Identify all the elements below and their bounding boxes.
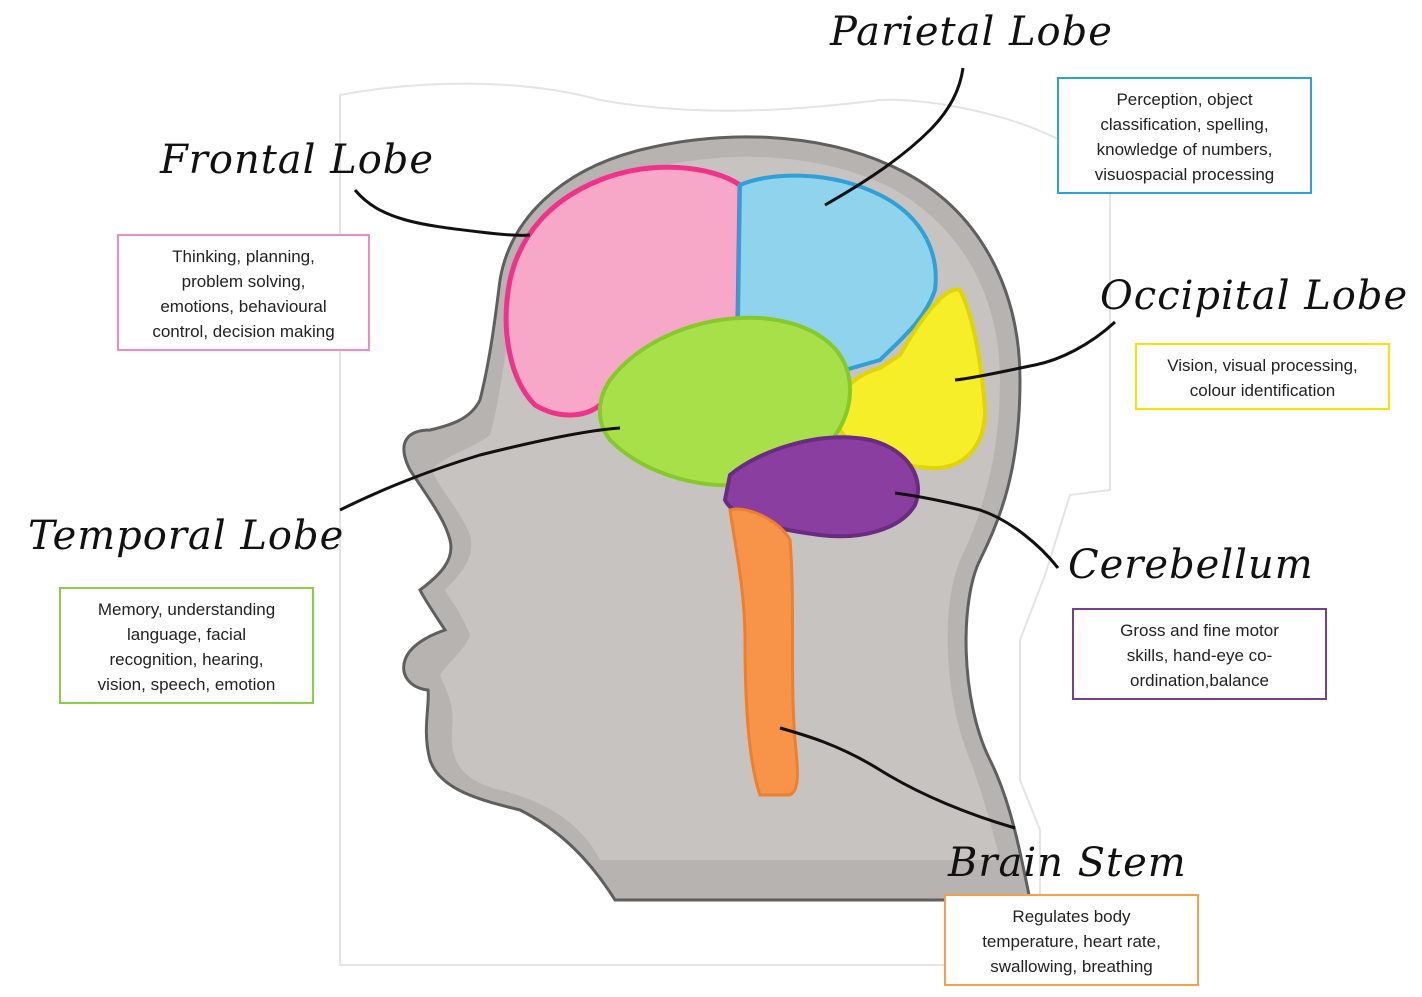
frontal-lobe-description: Thinking, planning, problem solving, emo… [117,234,370,351]
temporal-lobe-title: Temporal Lobe [28,513,345,559]
temporal-pointer-line [339,426,621,512]
brain-stem-description: Regulates body temperature, heart rate, … [944,894,1199,986]
occipital-pointer-line [954,320,1117,382]
brain-stem-shape [728,507,799,797]
parietal-lobe-title: Parietal Lobe [830,9,1113,55]
cerebellum-pointer-line [894,491,1060,569]
brain-stem-pointer-line [779,726,1016,830]
cerebellum-description: Gross and fine motor skills, hand-eye co… [1072,608,1327,700]
occipital-lobe-description: Vision, visual processing, colour identi… [1135,343,1390,410]
occipital-lobe-title: Occipital Lobe [1100,273,1409,319]
brain-stem-title: Brain Stem [948,840,1187,886]
frontal-lobe-title: Frontal Lobe [160,137,435,183]
temporal-lobe-description: Memory, understanding language, facial r… [59,587,314,704]
cerebellum-title: Cerebellum [1068,542,1314,588]
parietal-lobe-description: Perception, object classification, spell… [1057,77,1312,194]
frontal-pointer-line [353,189,531,237]
parietal-pointer-line [824,67,965,207]
